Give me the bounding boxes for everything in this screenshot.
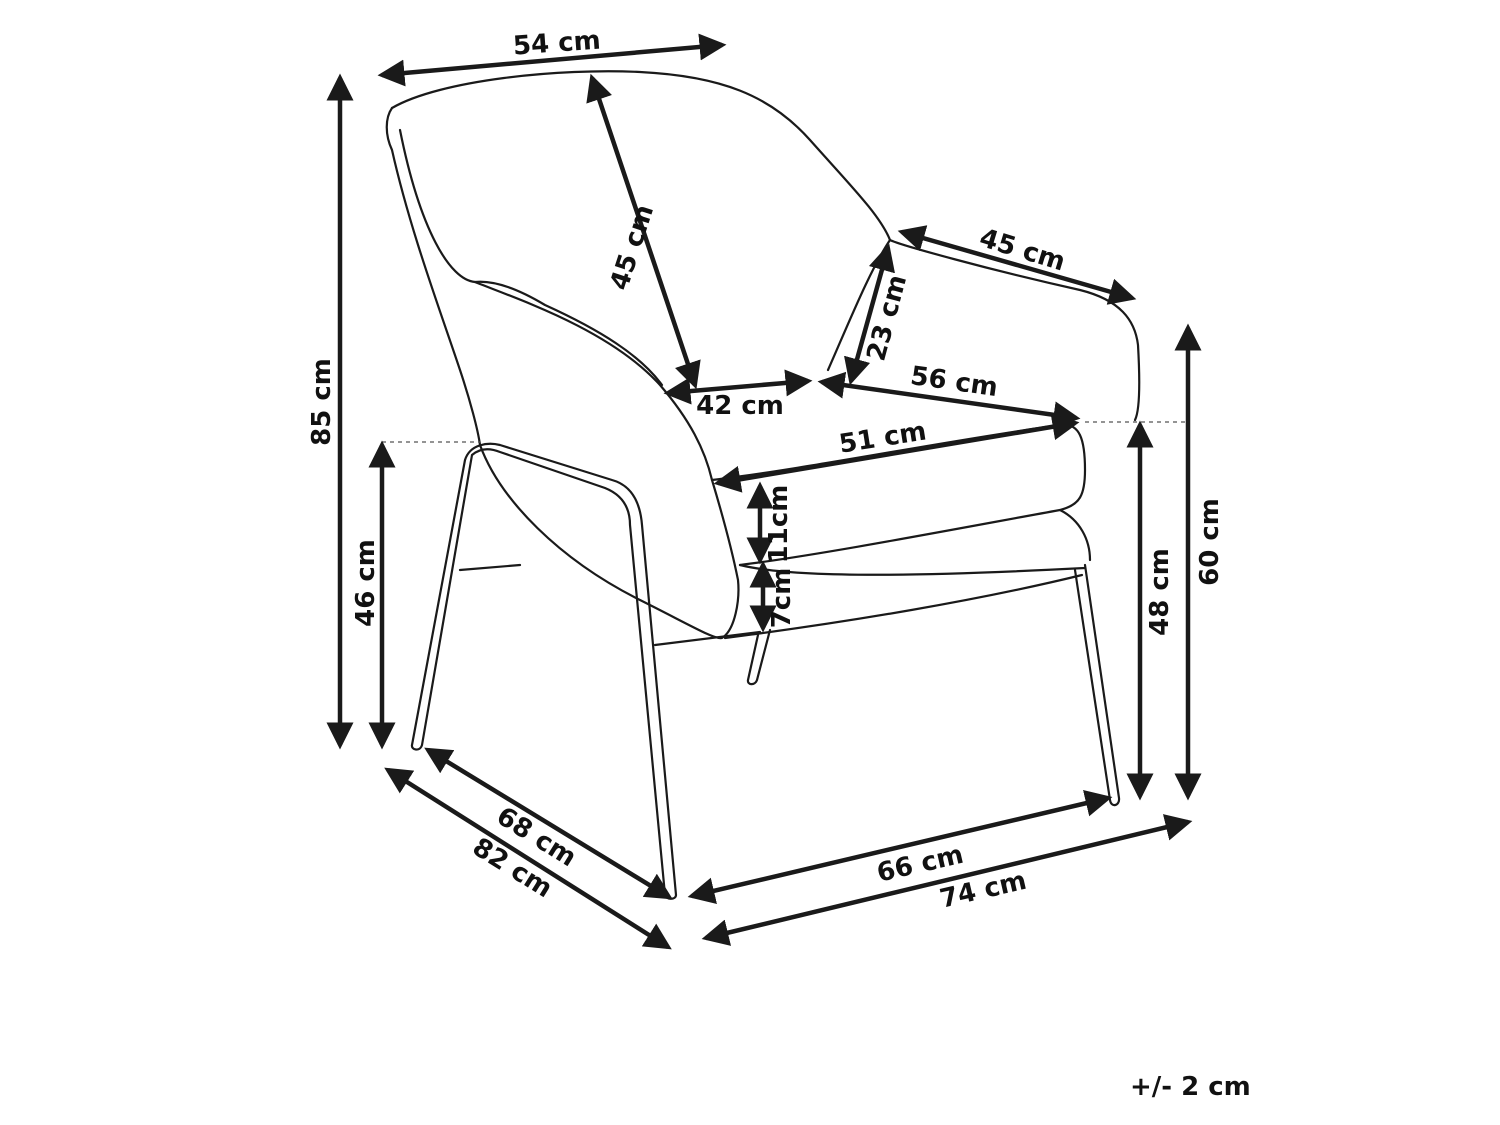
arrow-total-width xyxy=(701,814,1193,946)
arrow-armrest-depth xyxy=(897,225,1137,305)
arrow-total-depth xyxy=(384,767,672,950)
label-top-width: 54 cm xyxy=(512,25,602,61)
label-arm-inner-height: 48 cm xyxy=(1145,548,1175,636)
backrest-inner xyxy=(398,128,714,482)
arrow-seat-width xyxy=(713,413,1080,493)
frame-crossbar xyxy=(458,563,762,647)
seat-front xyxy=(1058,508,1092,562)
label-seat-height: 46 cm xyxy=(351,539,381,627)
arrow-top-width xyxy=(377,33,727,87)
frame-left-leg xyxy=(410,442,678,900)
label-total-height: 85 cm xyxy=(307,358,337,446)
label-cushion-thickness: 11cm xyxy=(764,485,794,564)
frame-stretcher xyxy=(746,628,772,686)
label-seat-width: 51 cm xyxy=(837,416,928,459)
label-back-height: 45 cm xyxy=(605,201,661,294)
arrow-back-height xyxy=(586,73,701,390)
label-seat-depth-left: 42 cm xyxy=(696,391,784,421)
dimension-labels: 54 cm 45 cm 45 cm 23 cm 42 cm 56 cm 51 c… xyxy=(307,25,1225,914)
arrow-armrest-height xyxy=(844,243,895,386)
backrest-left-edge xyxy=(385,106,482,447)
backrest-cushion-top xyxy=(473,280,664,387)
arrow-seat-side-depth xyxy=(817,371,1081,429)
left-arm-front xyxy=(478,443,740,640)
label-base-thickness: 7cm xyxy=(767,568,797,629)
dimension-arrows xyxy=(326,33,1202,950)
tolerance-note: +/- 2 cm xyxy=(1130,1072,1251,1102)
arrow-seat-depth-left xyxy=(663,369,813,405)
label-arm-height: 60 cm xyxy=(1195,498,1225,586)
frame-right-leg xyxy=(1073,563,1121,807)
